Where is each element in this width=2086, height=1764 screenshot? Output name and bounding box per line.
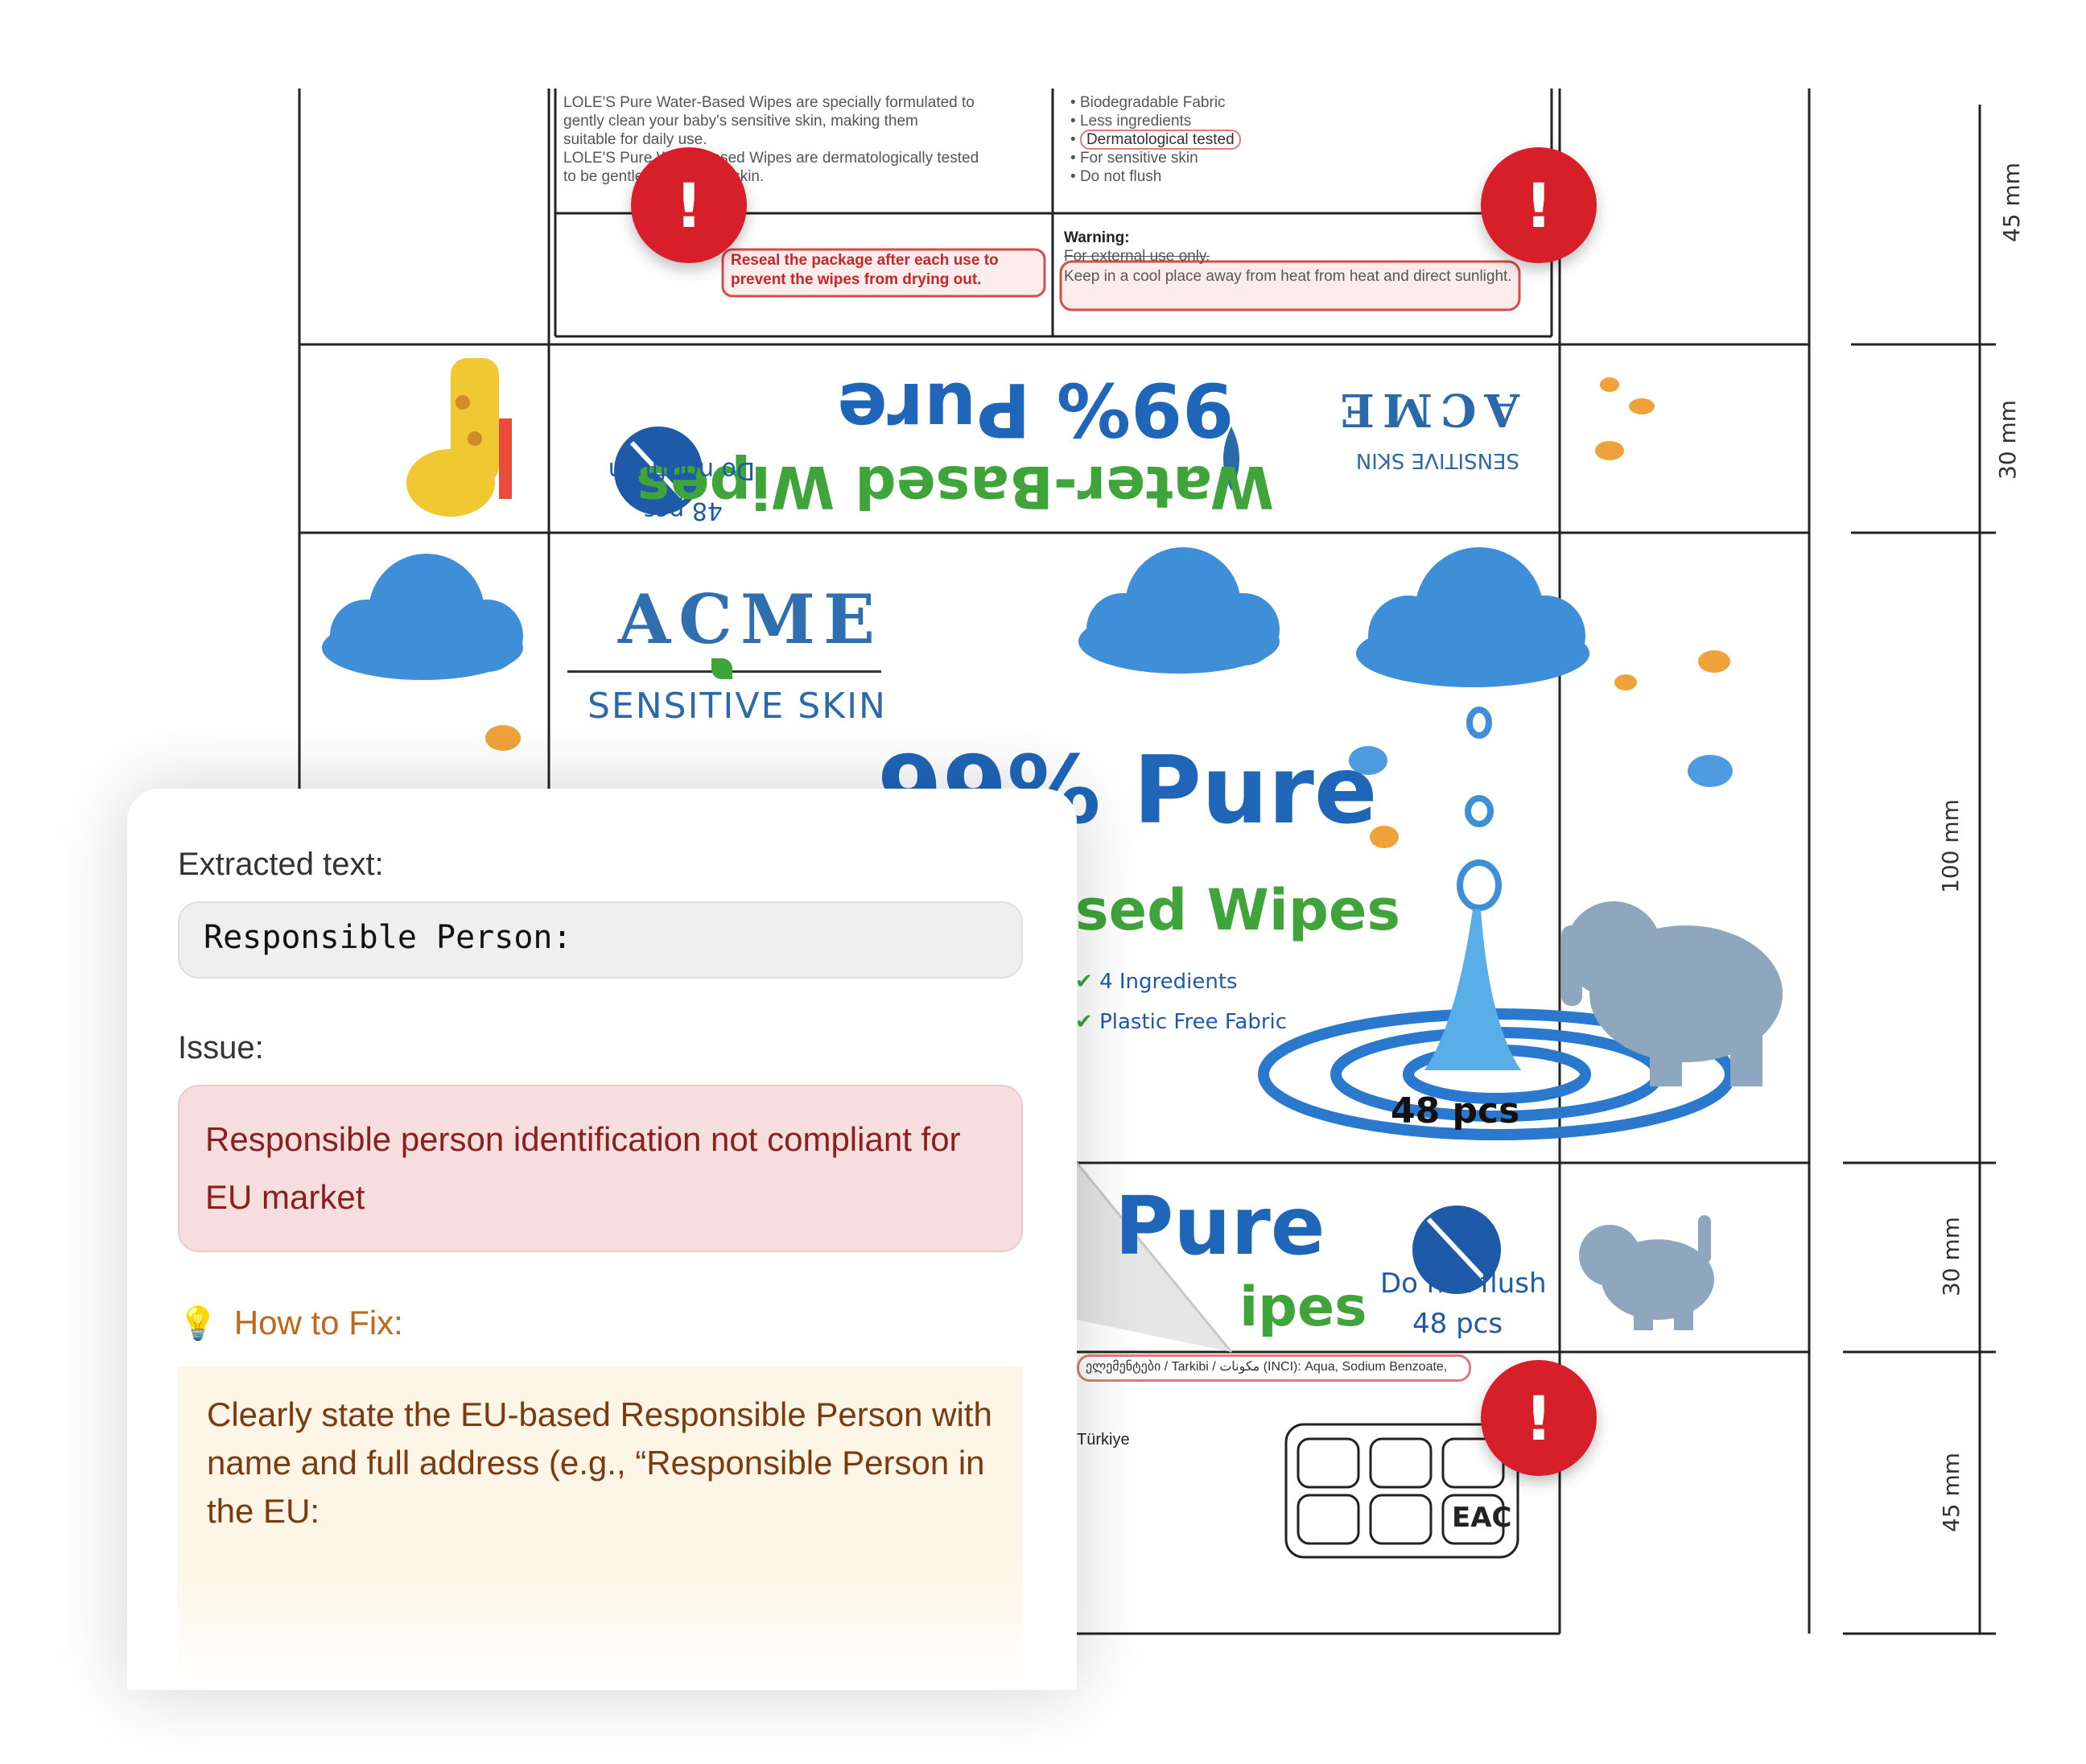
- issue-popup: Extracted text: Responsible Person: Issu…: [127, 789, 1077, 1690]
- description-line: gently clean your baby's sensitive skin,…: [563, 113, 918, 130]
- feature-item: • Less ingredients: [1070, 113, 1192, 130]
- issue-message: Responsible person identification not co…: [178, 1085, 1023, 1252]
- features-list: • Biodegradable Fabric • Less ingredient…: [1070, 93, 1521, 186]
- origin-text: Türkiye: [1077, 1431, 1130, 1449]
- description-line: LOLE'S Pure Water-Based Wipes are dermat…: [563, 150, 979, 167]
- feature-item: • Biodegradable Fabric: [1070, 94, 1226, 111]
- warning-title: Warning:: [1064, 229, 1130, 246]
- bottom-headline: Pure: [1115, 1179, 1325, 1273]
- check-icon: ✔: [1075, 970, 1093, 994]
- description-line: suitable for daily use.: [563, 131, 707, 148]
- eac-mark: EAC: [1452, 1502, 1512, 1534]
- how-to-fix-label: 💡 How to Fix:: [178, 1304, 403, 1342]
- dimension-label: 30 mm: [1938, 1216, 1965, 1297]
- brand-logo: ACME: [618, 579, 884, 659]
- dimension-label: 30 mm: [1994, 399, 2022, 480]
- check-icon: ✔: [1075, 1010, 1093, 1034]
- ingredient-badge-1: ✔ 4 Ingredients: [1075, 970, 1238, 994]
- band-no-flush: Do not flush: [608, 456, 755, 484]
- tagline: SENSITIVE SKIN: [587, 686, 887, 727]
- feature-item: • Dermatological tested: [1070, 130, 1521, 150]
- alert-marker[interactable]: !: [631, 147, 747, 263]
- band-tagline: SENSITIVE SKIN: [1355, 448, 1519, 472]
- extracted-text-field: Responsible Person:: [178, 901, 1023, 979]
- band-count: 48 pcs: [643, 497, 723, 525]
- band-brand: ACME: [1332, 383, 1519, 436]
- leaf-icon: [711, 658, 732, 679]
- description-text: LOLE'S Pure Water-Based Wipes are specia…: [563, 93, 1046, 186]
- feature-item: • For sensitive skin: [1070, 150, 1198, 167]
- ingredient-badge-2: ✔ Plastic Free Fabric: [1075, 1010, 1288, 1034]
- dimension-label: 100 mm: [1936, 799, 1964, 893]
- alert-marker[interactable]: !: [1481, 1360, 1597, 1476]
- bottom-no-flush: Do not flush: [1380, 1267, 1547, 1300]
- bottom-subheadline: ipes: [1239, 1276, 1367, 1339]
- warning-line-1: For external use only.: [1064, 248, 1210, 265]
- inci-line: ელემენტები / Tarkibi / مكونات (INCI): Aq…: [1077, 1354, 1471, 1382]
- issue-label: Issue:: [178, 1030, 264, 1065]
- description-line: LOLE'S Pure Water-Based Wipes are specia…: [563, 94, 975, 111]
- count-label: 48 pcs: [1391, 1090, 1520, 1131]
- reseal-note: Reseal the package after each use to pre…: [731, 252, 999, 288]
- bottom-fade: [127, 1561, 1077, 1690]
- feature-item: • Do not flush: [1070, 168, 1162, 185]
- inci-text: ელემენტები / Tarkibi / مكونات (INCI): Aq…: [1086, 1360, 1448, 1374]
- lightbulb-icon: 💡: [178, 1304, 218, 1342]
- band-headline: 99% Pure: [837, 366, 1234, 452]
- dimension-label: 45 mm: [1998, 162, 2026, 243]
- top-band-rotated: 99% Pure Water-Based Wipes ACME SENSITIV…: [555, 344, 1552, 533]
- dimension-label: 45 mm: [1938, 1452, 1965, 1533]
- front-subheadline: sed Wipes: [1075, 877, 1401, 943]
- bottom-count: 48 pcs: [1412, 1308, 1503, 1340]
- alert-marker[interactable]: !: [1481, 147, 1597, 263]
- warning-line-2: Keep in a cool place away from heat from…: [1064, 268, 1512, 285]
- extracted-text-label: Extracted text:: [178, 847, 384, 882]
- how-to-fix-text: How to Fix:: [233, 1304, 403, 1342]
